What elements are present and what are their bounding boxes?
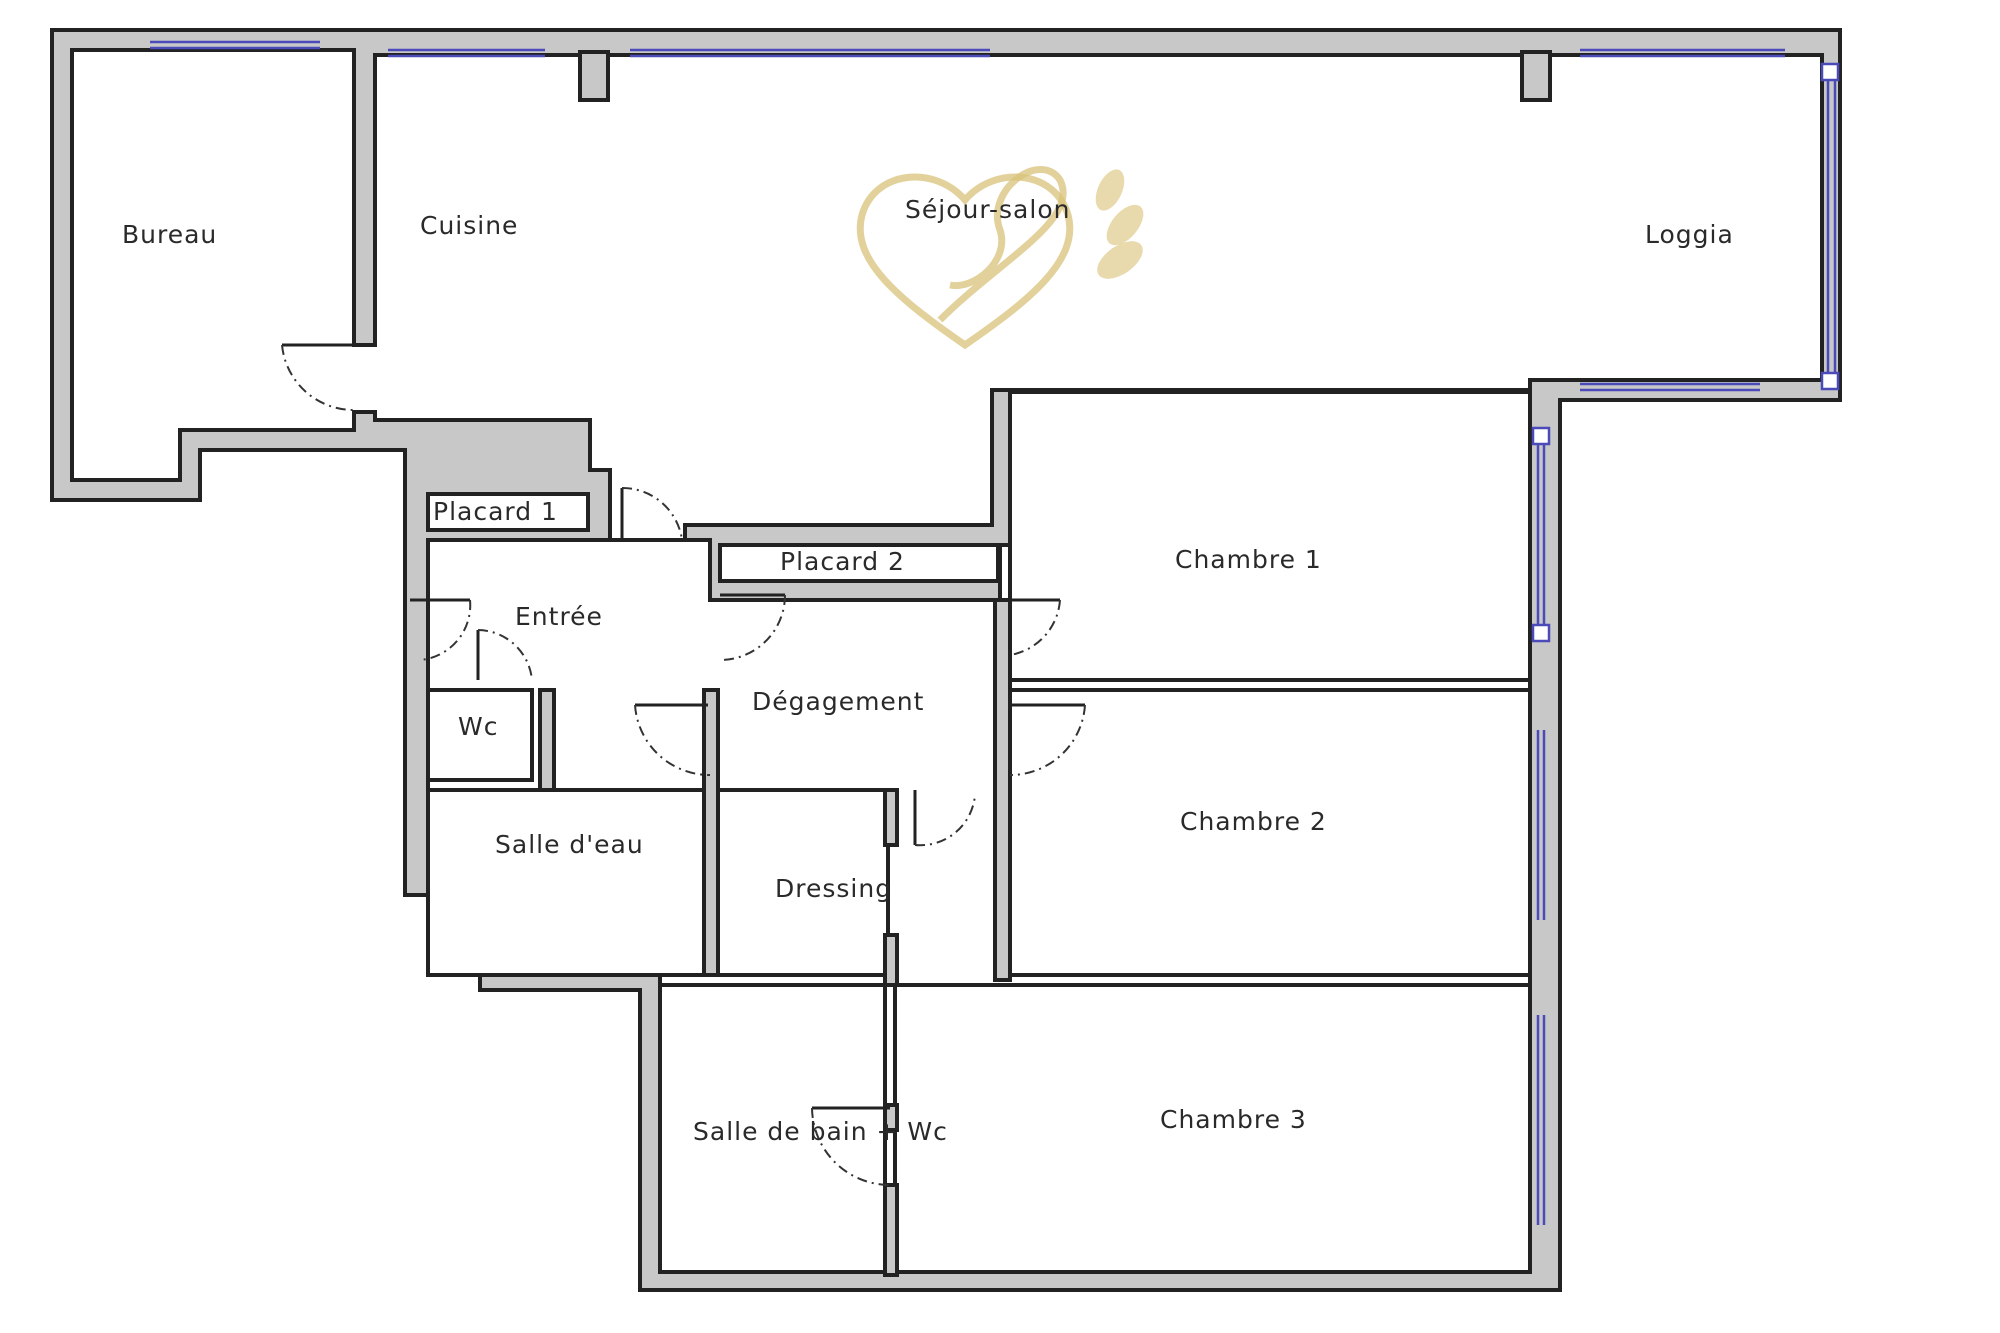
label-sejour: Séjour-salon xyxy=(905,195,1070,224)
room-wc xyxy=(426,688,534,782)
room-chambre3 xyxy=(893,983,1532,1274)
label-degagement: Dégagement xyxy=(752,687,924,716)
label-placard2: Placard 2 xyxy=(780,547,905,576)
room-dressing xyxy=(716,788,890,977)
label-entree: Entrée xyxy=(515,602,603,631)
window-post xyxy=(1820,62,1840,82)
partition xyxy=(702,688,720,977)
door-swing xyxy=(477,629,533,681)
closet-placard1 xyxy=(426,492,590,532)
logo-ribbon xyxy=(937,166,1067,323)
label-chambre3: Chambre 3 xyxy=(1160,1105,1307,1134)
logo-leaf xyxy=(1106,204,1144,246)
label-dressing: Dressing xyxy=(775,874,892,903)
room-chambre2 xyxy=(1008,688,1532,977)
wall-structure xyxy=(50,28,1842,1292)
door-swing xyxy=(811,1107,891,1186)
label-salle-bain: Salle de bain + Wc xyxy=(693,1117,948,1146)
logo-leaf xyxy=(1095,169,1125,211)
door-swing xyxy=(634,704,711,777)
room-labels: Bureau Cuisine Séjour-salon Loggia Chamb… xyxy=(122,195,1734,1146)
partition xyxy=(883,1103,899,1132)
label-chambre1: Chambre 1 xyxy=(1175,545,1322,574)
door-swing xyxy=(719,594,786,661)
heart-leaf-logo-icon xyxy=(856,166,1144,350)
label-chambre2: Chambre 2 xyxy=(1180,807,1327,836)
partition xyxy=(993,598,1012,982)
pilaster xyxy=(578,50,610,102)
pilaster xyxy=(1520,50,1552,102)
partition xyxy=(883,788,899,847)
windows xyxy=(150,40,1840,1225)
doors xyxy=(281,343,1086,1186)
label-cuisine: Cuisine xyxy=(420,211,518,240)
door-swing xyxy=(914,794,976,847)
partition xyxy=(538,688,556,792)
door-swing xyxy=(281,344,355,412)
door-swing xyxy=(621,486,683,541)
label-wc: Wc xyxy=(458,712,498,741)
logo-heart xyxy=(856,173,1074,350)
label-salle-eau: Salle d'eau xyxy=(495,830,644,859)
window-post xyxy=(1820,371,1840,391)
label-placard1: Placard 1 xyxy=(433,497,558,526)
room-salle-bain xyxy=(658,983,887,1274)
door-swing xyxy=(1009,599,1061,656)
window-post xyxy=(1531,623,1551,643)
closet-placard2 xyxy=(718,543,1000,583)
logo-leaf xyxy=(1097,241,1143,279)
room-chambre1 xyxy=(1008,390,1532,682)
partition xyxy=(883,1183,899,1277)
label-loggia: Loggia xyxy=(1645,220,1734,249)
window-post xyxy=(1531,426,1551,446)
partition xyxy=(883,933,899,987)
room-salle-eau xyxy=(426,788,710,977)
label-bureau: Bureau xyxy=(122,220,217,249)
